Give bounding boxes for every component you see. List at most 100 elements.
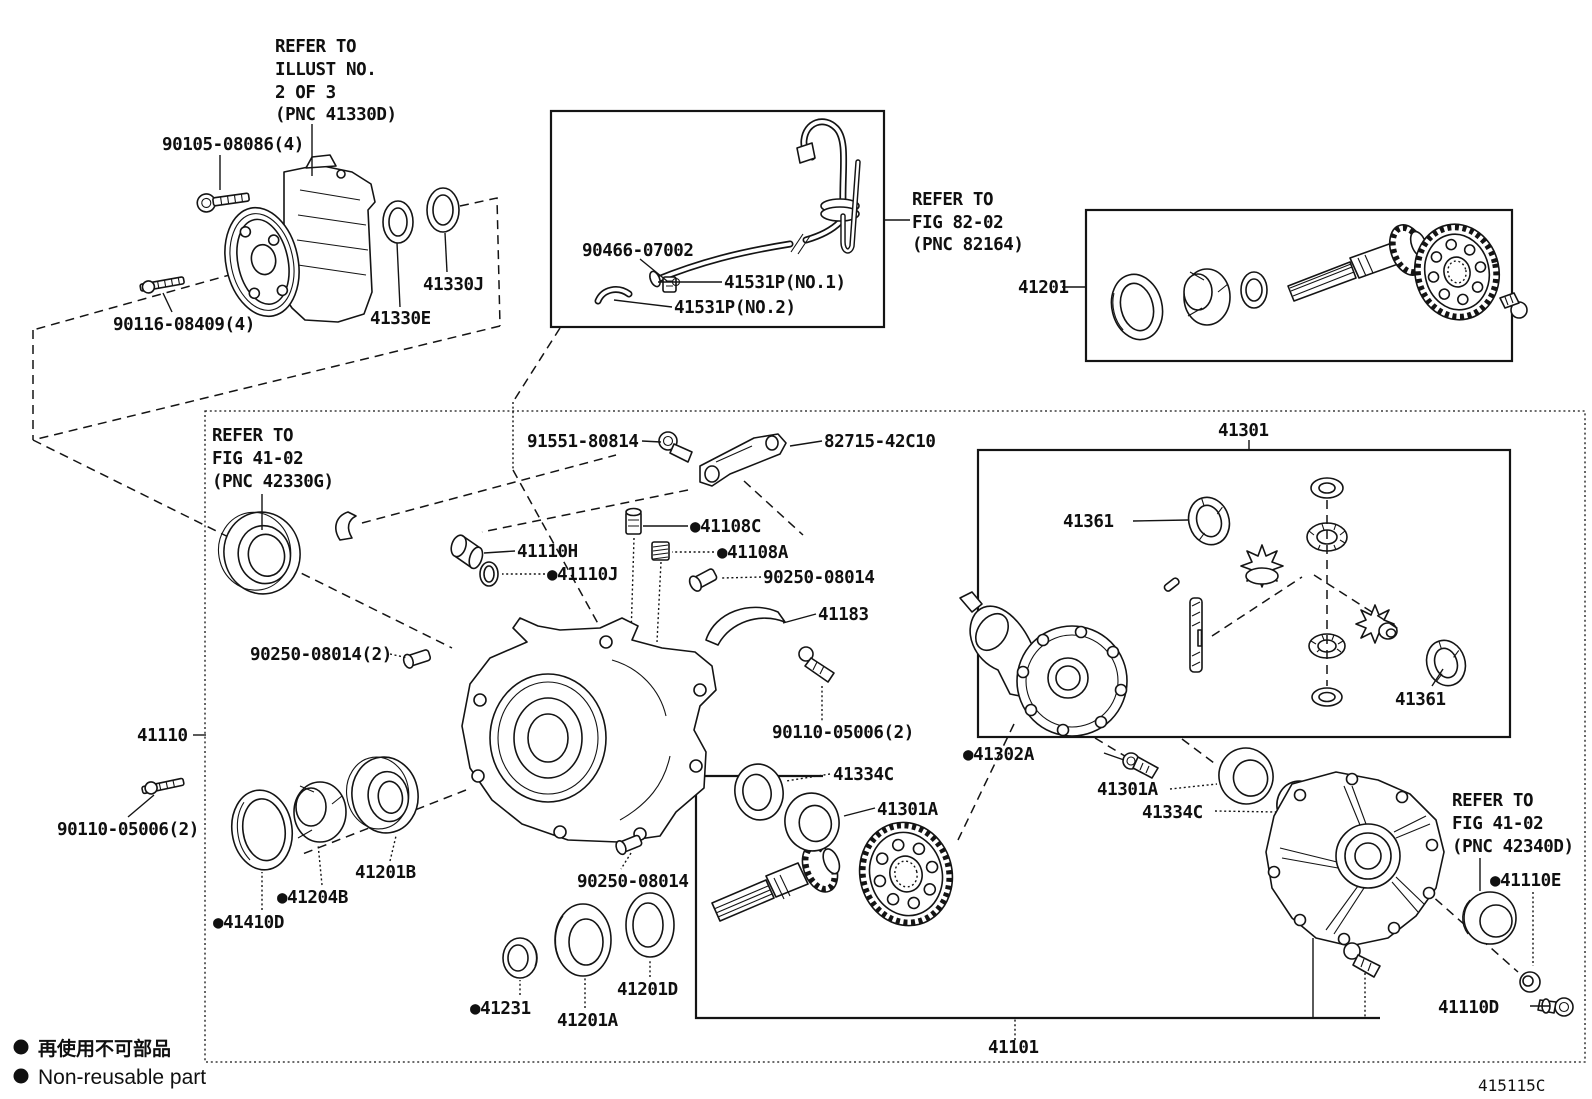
ring-gear-drawing-kit bbox=[1413, 223, 1501, 321]
part-label-41301: 41301 bbox=[1218, 421, 1269, 441]
part-label-41361-left: 41361 bbox=[1063, 512, 1114, 532]
thrust-washer-top-drawing bbox=[1310, 477, 1344, 499]
ring-gear-bolt-drawing bbox=[1499, 292, 1528, 319]
ref-fig8202-line3: (PNC 82164) bbox=[912, 235, 1024, 255]
bearing-41201A-drawing bbox=[554, 903, 612, 977]
legend: 再使用不可部品 Non-reusable part bbox=[13, 1037, 206, 1089]
part-label-90116: 90116-08409(4) bbox=[113, 315, 255, 335]
part-label-90110-center: 90110-05006(2) bbox=[772, 723, 914, 743]
bearing-41110E-drawing bbox=[1462, 891, 1517, 945]
stud-90110-left-drawing bbox=[141, 777, 185, 795]
drive-pinion-drawing bbox=[711, 843, 841, 922]
cover-bolt-drawing bbox=[1343, 942, 1381, 978]
part-label-41531P-no1: 41531P(NO.1) bbox=[724, 273, 846, 293]
part-label-41101: 41101 bbox=[988, 1038, 1039, 1058]
vent-41108C-drawing bbox=[625, 507, 642, 535]
part-label-90250-left: 90250-08014(2) bbox=[250, 645, 392, 665]
pinion-nut-drawing bbox=[1183, 268, 1231, 326]
part-label-41110J: ●41110J bbox=[547, 565, 618, 585]
carrier-housing-drawing bbox=[335, 511, 717, 843]
part-label-41204B: ●41204B bbox=[277, 888, 348, 908]
seal-41334C-left-drawing bbox=[734, 763, 784, 821]
part-label-90466: 90466-07002 bbox=[582, 241, 694, 261]
part-label-41302A: ●41302A bbox=[963, 745, 1035, 765]
part-label-41231: ●41231 bbox=[470, 999, 531, 1019]
ref-fig8202-line1: REFER TO bbox=[912, 190, 993, 210]
pinion-flange-bearing-drawing bbox=[217, 511, 301, 595]
pipe-elbow-drawing bbox=[335, 511, 357, 541]
part-label-41361-right: 41361 bbox=[1395, 690, 1446, 710]
plug-41110H-drawing bbox=[450, 534, 484, 570]
part-label-41334C-left: 41334C bbox=[833, 765, 894, 785]
part-label-41110D: 41110D bbox=[1438, 998, 1499, 1018]
plug-90250-top-drawing bbox=[688, 568, 718, 592]
carrier-subassy-parts-drawings bbox=[502, 763, 954, 979]
part-label-41201D: 41201D bbox=[617, 980, 678, 1000]
bearing-41201B-drawing bbox=[345, 756, 419, 834]
part-label-41108C: ●41108C bbox=[690, 517, 761, 537]
drive-pinion-kit-drawing bbox=[1287, 224, 1428, 302]
part-label-90110-left: 90110-05006(2) bbox=[57, 820, 199, 840]
breather-tube-box bbox=[549, 109, 886, 329]
bearing-41301A-left-drawing bbox=[784, 792, 840, 852]
ref-fig4102g-line3: (PNC 42330G) bbox=[212, 472, 334, 492]
labels: REFER TO ILLUST NO. 2 OF 3 (PNC 41330D) … bbox=[57, 37, 1574, 1058]
part-label-41531P-no2: 41531P(NO.2) bbox=[674, 298, 796, 318]
part-label-90250-bottom: 90250-08014 bbox=[577, 872, 689, 892]
final-gear-kit-drawing bbox=[1110, 223, 1528, 341]
part-label-41110: 41110 bbox=[137, 726, 188, 746]
carrier-cover-drawing bbox=[1265, 771, 1445, 947]
diff-case-kit-drawings bbox=[959, 477, 1467, 737]
part-label-41201B: 41201B bbox=[355, 863, 416, 883]
seal-41410D-drawing bbox=[230, 789, 294, 871]
part-label-91551: 91551-80814 bbox=[527, 432, 639, 452]
final-gear-kit-box bbox=[1084, 208, 1514, 363]
ref-fig4102d-line2: FIG 41-02 bbox=[1452, 814, 1543, 834]
pinion-gear-drawing bbox=[1240, 544, 1284, 588]
ref-fig4102g-line2: FIG 41-02 bbox=[212, 449, 303, 469]
part-label-41330E: 41330E bbox=[370, 309, 431, 329]
part-label-41301A-right: 41301A bbox=[1097, 780, 1159, 800]
part-label-41183: 41183 bbox=[818, 605, 869, 625]
outer-assembly-box bbox=[204, 410, 1586, 1063]
straight-pin-drawing bbox=[1163, 577, 1180, 592]
non-reusable-dot-icon bbox=[13, 1039, 29, 1055]
pinion-shaft-drawing bbox=[1189, 597, 1203, 673]
seal-41231-drawing bbox=[502, 937, 538, 979]
figure-code: 415115C bbox=[1478, 1076, 1545, 1095]
part-label-41410D: ●41410D bbox=[213, 913, 284, 933]
plug-90250-bottom-drawing bbox=[615, 834, 643, 856]
part-label-41110E: ●41110E bbox=[1490, 871, 1561, 891]
ring-gear-drawing bbox=[858, 821, 954, 927]
side-gear-drawing bbox=[1355, 604, 1398, 644]
bolt-41110D-drawing bbox=[1537, 997, 1574, 1017]
plug-90250-left-drawing bbox=[402, 649, 432, 669]
coupling-bolt-drawing bbox=[196, 192, 250, 213]
washer-41110D-drawing bbox=[1519, 971, 1541, 993]
breather-tube-drawing bbox=[594, 118, 861, 305]
non-reusable-dot-icon bbox=[13, 1068, 29, 1084]
pinion-front-parts-drawings bbox=[141, 756, 419, 871]
bearing-41301A-right-drawing bbox=[1218, 747, 1274, 805]
part-label-90105: 90105-08086(4) bbox=[162, 135, 304, 155]
seal-41330J-drawing bbox=[426, 187, 460, 233]
ref-illust-line2: ILLUST NO. bbox=[275, 60, 376, 80]
cover-group-drawings bbox=[1122, 747, 1574, 1017]
washer-41361-right-drawing bbox=[1425, 639, 1467, 687]
part-label-41201A: 41201A bbox=[557, 1011, 619, 1031]
ref-illust-line1: REFER TO bbox=[275, 37, 356, 57]
nut-41204B-drawing bbox=[293, 781, 347, 843]
ref-fig4102g-line1: REFER TO bbox=[212, 426, 293, 446]
breather-arm-drawing bbox=[658, 431, 787, 487]
bolt-41302A-drawing bbox=[1122, 752, 1159, 779]
leader-lines bbox=[127, 124, 1550, 1040]
part-label-82715: 82715-42C10 bbox=[824, 432, 936, 452]
washer-41361-left-drawing bbox=[1187, 496, 1231, 546]
ref-illust-line3: 2 OF 3 bbox=[275, 83, 336, 103]
diff-case-kit-box bbox=[976, 448, 1512, 739]
ring-41110J-drawing bbox=[479, 561, 499, 587]
part-label-41301A-left: 41301A bbox=[877, 800, 939, 820]
part-label-41330J: 41330J bbox=[423, 275, 484, 295]
